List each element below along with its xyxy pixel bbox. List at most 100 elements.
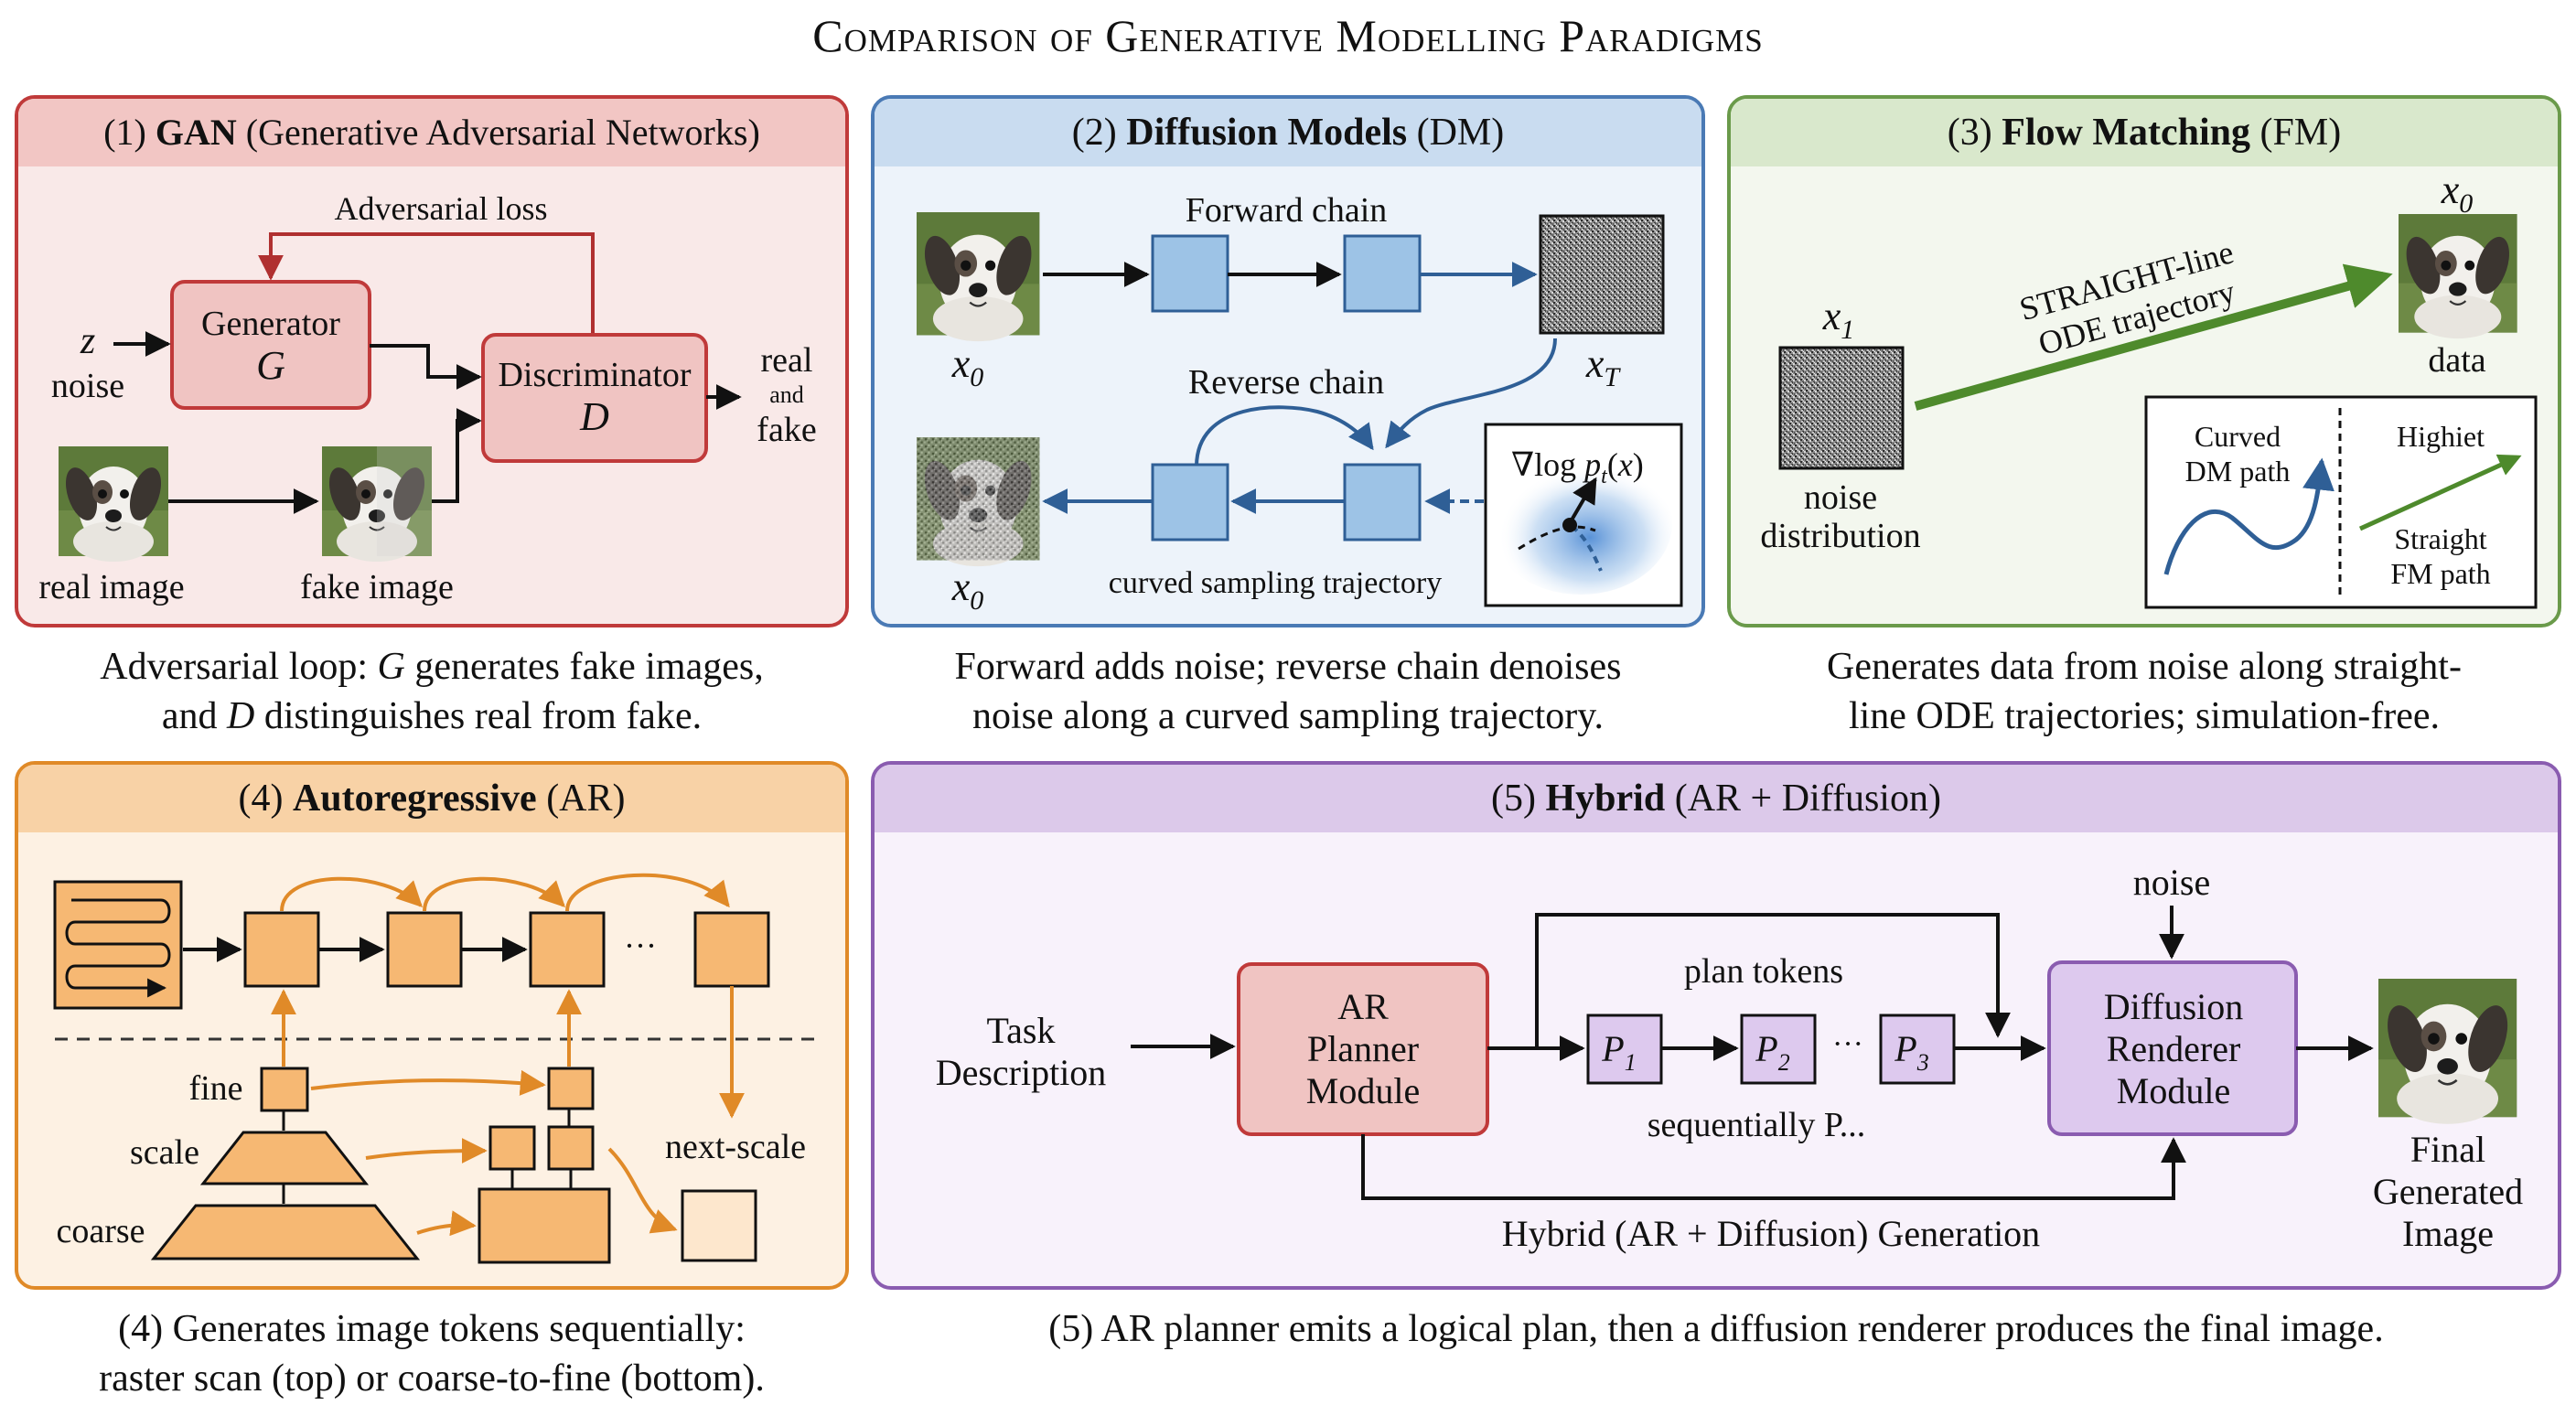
curved-dm-path	[2163, 457, 2334, 575]
mid-scale-arrow	[365, 1138, 488, 1164]
planner-bypass-arrow	[1535, 913, 2011, 1048]
dm-x0-clean-thumbnail	[915, 210, 1041, 343]
page-title: Comparison of Generative Modelling Parad…	[812, 10, 1763, 61]
p2-label: P2	[1755, 1028, 1789, 1076]
xT-to-reverse-arrow	[1385, 338, 1557, 449]
straight-ode-arrow	[1914, 263, 2393, 411]
fm-noise-label-line1: noise	[1804, 478, 1877, 517]
final-label-line1: Final	[2410, 1129, 2485, 1170]
fake-label: fake	[757, 411, 816, 449]
real-label: real	[761, 341, 813, 380]
ar-token-n	[693, 911, 770, 988]
multi-scale-mid-token-2	[547, 1125, 595, 1171]
and-label: and	[769, 381, 804, 408]
fm-caption-line1: Generates data from noise along straight…	[1827, 646, 2462, 688]
fm-x0-label: x0	[2441, 167, 2474, 219]
curved-trajectory-label: curved sampling trajectory	[1109, 566, 1442, 600]
ar-token-1	[243, 911, 320, 988]
autoregressive-panel-heading: (4) Autoregressive (AR)	[238, 778, 625, 820]
coarse-label: coarse	[56, 1212, 145, 1250]
noise-label: noise	[51, 367, 124, 405]
diffusion-panel: (2) Diffusion Models (DM) Forward chain …	[871, 95, 1705, 627]
fake-image-thumbnail	[321, 445, 433, 563]
ar-ellipsis: ···	[624, 928, 657, 964]
forward-state-2	[1343, 234, 1422, 313]
z-symbol: z	[80, 320, 95, 362]
renderer-label-line2: Renderer	[2107, 1028, 2241, 1069]
ar-dependency-arc-1	[280, 876, 423, 912]
fm-data-thumbnail	[2397, 212, 2518, 340]
dm-x0-denoised-thumbnail	[915, 435, 1041, 568]
ar-token-3	[529, 911, 606, 988]
score-point	[1562, 518, 1577, 532]
next-scale-token	[681, 1189, 757, 1262]
final-label-line2: Generated	[2373, 1171, 2523, 1212]
generator-to-discriminator-arrow	[370, 344, 482, 390]
fake-to-discriminator-arrow	[432, 408, 482, 503]
task-label-line2: Description	[936, 1052, 1107, 1093]
score-function-label: ∇log pt(x)	[1511, 446, 1644, 488]
real-image-thumbnail	[58, 445, 169, 563]
gan-caption-line1: Adversarial loop: G generates fake image…	[100, 646, 763, 688]
real-image-label: real image	[38, 568, 184, 606]
fm-x1-label: x1	[1822, 294, 1855, 345]
curved-path-label-line1: Curved	[2195, 420, 2281, 453]
plan-token-p3	[1879, 1014, 1956, 1085]
fake-image-label: fake image	[300, 568, 454, 606]
forward-state-1	[1151, 234, 1229, 313]
plan-token-p2	[1740, 1014, 1817, 1085]
multi-scale-mid-token-1	[488, 1125, 536, 1171]
fine-scale-arrow	[310, 1069, 546, 1096]
forward-chain-label: Forward chain	[1186, 191, 1388, 230]
reverse-chain-label: Reverse chain	[1188, 363, 1384, 402]
multi-scale-fine-token	[547, 1067, 595, 1110]
adversarial-loss-label: Adversarial loss	[335, 190, 548, 227]
straight-fm-path	[2358, 454, 2522, 531]
fm-noise-label-line2: distribution	[1760, 517, 1920, 555]
adversarial-loss-arrow	[258, 232, 595, 340]
diffusion-panel-heading: (2) Diffusion Models (DM)	[1072, 112, 1505, 154]
diffusion-caption-line2: noise along a curved sampling trajectory…	[972, 695, 1604, 737]
p1-label: P1	[1601, 1028, 1636, 1076]
scale-label: scale	[130, 1133, 199, 1172]
sequentially-label: sequentially P...	[1648, 1106, 1866, 1144]
planner-label-line2: Planner	[1307, 1028, 1419, 1069]
flow-matching-panel: (3) Flow Matching (FM) x0 data x1 noise …	[1727, 95, 2561, 627]
generator-symbol: G	[256, 343, 285, 388]
final-image-thumbnail	[2377, 977, 2518, 1126]
gan-caption-line2: and D distinguishes real from fake.	[162, 695, 702, 737]
coarse-pyramid-level	[150, 1204, 421, 1260]
discriminator-symbol: D	[579, 394, 609, 439]
generator-label: Generator	[201, 305, 340, 343]
dm-xT-noise-image	[1539, 214, 1665, 335]
renderer-noise-label: noise	[2133, 862, 2210, 903]
dm-xT-label: xT	[1585, 341, 1622, 392]
final-label-line3: Image	[2402, 1213, 2494, 1254]
diffusion-caption-line1: Forward adds noise; reverse chain denois…	[955, 646, 1622, 688]
fine-label: fine	[188, 1069, 242, 1108]
fm-caption-line2: line ODE trajectories; simulation-free.	[1849, 695, 2440, 737]
score-density-glow	[1489, 452, 1672, 595]
plan-token-p1	[1586, 1014, 1663, 1085]
raster-scan-path	[65, 898, 171, 998]
reverse-state-2	[1343, 463, 1422, 542]
renderer-label-line1: Diffusion	[2104, 986, 2244, 1027]
ar-caption-line1: (4) Generates image tokens sequentially:	[118, 1308, 746, 1350]
curved-path-label-line2: DM path	[2185, 455, 2291, 488]
task-label-line1: Task	[987, 1010, 1056, 1051]
ar-dependency-arc-2	[423, 876, 565, 912]
gan-panel-heading: (1) GAN (Generative Adversarial Networks…	[103, 112, 760, 153]
straight-fm-label-line2: FM path	[2390, 557, 2490, 590]
autoregressive-panel: (4) Autoregressive (AR) ··· fine scale c…	[15, 761, 849, 1290]
multi-scale-coarse-token	[478, 1187, 611, 1264]
hybrid-panel: (5) Hybrid (AR + Diffusion) Task Descrip…	[871, 761, 2561, 1290]
planner-label-line1: AR	[1337, 986, 1389, 1027]
coarse-scale-arrow	[416, 1210, 477, 1237]
fine-pyramid-level	[260, 1067, 309, 1112]
score-gradient-arrow	[1568, 477, 1597, 525]
plan-token-ellipsis: ···	[1832, 1027, 1863, 1061]
dm-x0-bottom-label: x0	[951, 564, 984, 616]
ar-token-2	[386, 911, 463, 988]
renderer-label-line3: Module	[2117, 1070, 2230, 1111]
